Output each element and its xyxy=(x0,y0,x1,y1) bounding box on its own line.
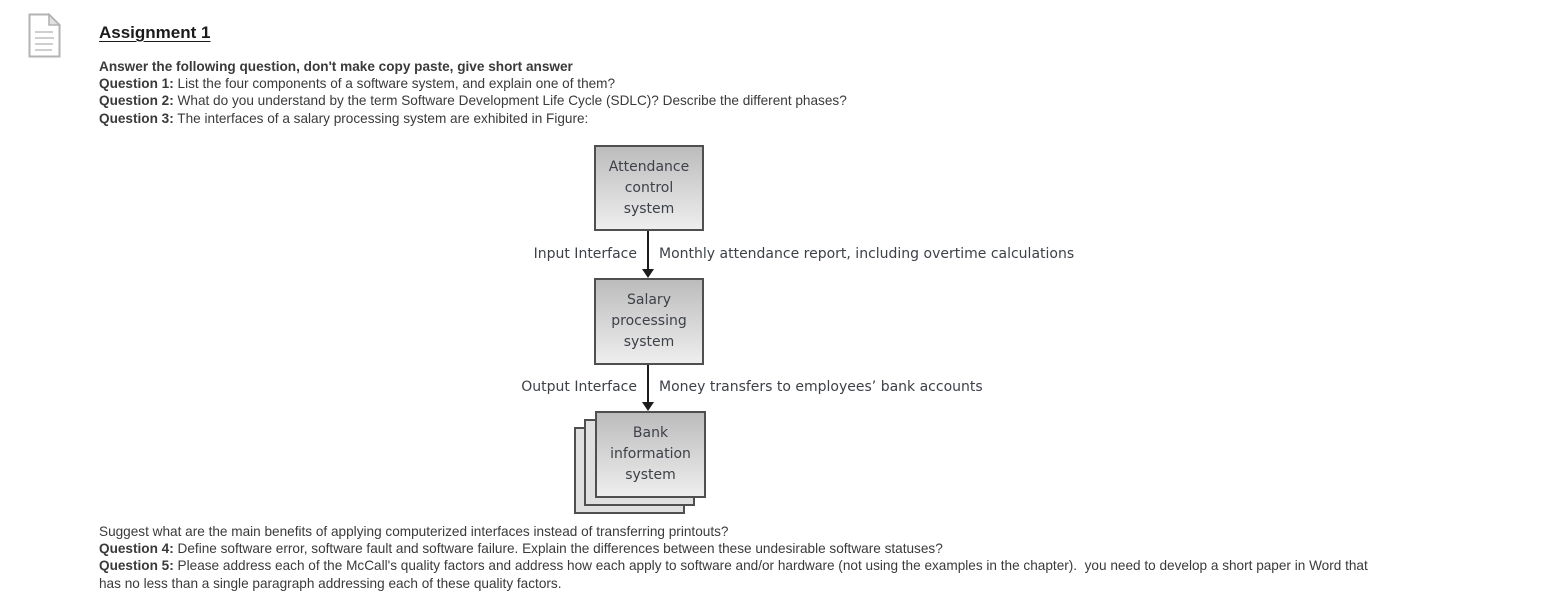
document-icon xyxy=(28,13,61,58)
question-3-text: The interfaces of a salary processing sy… xyxy=(173,110,589,126)
question-5-label: Question 5: xyxy=(99,558,174,574)
outro-block: Suggest what are the main benefits of ap… xyxy=(99,523,1368,592)
input-arrow-stem xyxy=(647,231,649,270)
question-3-label: Question 3: xyxy=(99,110,174,126)
output-arrow-stem xyxy=(647,365,649,403)
question-5-line: Question 5: Please address each of the M… xyxy=(99,557,1368,574)
question-4-line: Question 4: Define software error, softw… xyxy=(99,540,1368,557)
output-flow-description: Money transfers to employees’ bank accou… xyxy=(659,379,983,395)
box-line: processing xyxy=(611,313,687,329)
suggest-line: Suggest what are the main benefits of ap… xyxy=(99,524,729,539)
question-1-line: Question 1: List the four components of … xyxy=(99,75,847,92)
question-3-line: Question 3: The interfaces of a salary p… xyxy=(99,110,847,127)
intro-block: Answer the following question, don't mak… xyxy=(99,58,847,127)
input-arrow-head-icon xyxy=(642,269,654,278)
box-line: system xyxy=(623,200,675,217)
box-line: information xyxy=(610,446,691,462)
box-line: system xyxy=(623,334,675,350)
attendance-control-system-box: Attendance control system xyxy=(594,145,704,231)
question-2-line: Question 2: What do you understand by th… xyxy=(99,92,847,109)
input-interface-label: Input Interface xyxy=(533,246,637,262)
bank-information-system-box: Bank information system xyxy=(595,411,706,498)
interface-diagram: Attendance control system Input Interfac… xyxy=(0,140,1543,525)
salary-processing-system-box: Salary processing system xyxy=(594,278,704,365)
box-line: control xyxy=(624,179,674,196)
instruction-line: Answer the following question, don't mak… xyxy=(99,59,573,74)
question-4-text: Define software error, software fault an… xyxy=(173,541,943,557)
question-4-label: Question 4: xyxy=(99,541,174,557)
question-1-label: Question 1: xyxy=(99,76,174,92)
question-5-continuation-line: has no less than a single paragraph addr… xyxy=(99,575,562,591)
output-arrow-head-icon xyxy=(642,402,654,411)
box-line: Salary xyxy=(627,292,671,308)
page-title: Assignment 1 xyxy=(99,23,211,42)
input-flow-description: Monthly attendance report, including ove… xyxy=(659,246,1075,262)
box-line: Bank xyxy=(632,425,669,441)
question-2-label: Question 2: xyxy=(99,93,174,109)
question-1-text: List the four components of a software s… xyxy=(173,76,616,92)
question-5-text: Please address each of the McCall's qual… xyxy=(173,558,1368,574)
question-2-text: What do you understand by the term Softw… xyxy=(173,93,847,109)
box-line: Attendance xyxy=(608,158,690,175)
box-line: system xyxy=(625,467,676,483)
output-interface-label: Output Interface xyxy=(521,379,637,395)
